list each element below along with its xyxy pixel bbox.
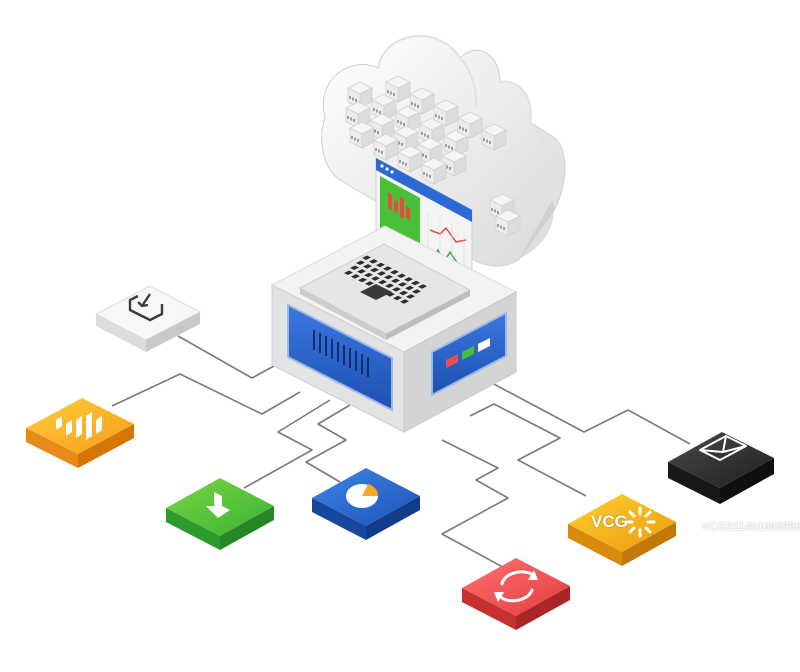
envelope-icon	[699, 435, 747, 461]
laptop-key	[376, 262, 385, 268]
connector-refresh	[441, 439, 513, 573]
laptop-key	[370, 267, 379, 273]
laptop-key	[383, 266, 392, 271]
download-tile	[94, 285, 202, 352]
connector-barchart	[111, 373, 301, 415]
bar-chart-tile	[26, 398, 134, 468]
laptop-key	[399, 290, 408, 296]
watermark-logo: VCG	[591, 512, 628, 531]
bar-chart-icon	[56, 412, 102, 440]
laptop-key	[397, 273, 406, 278]
laptop-key	[385, 283, 394, 288]
connector-pie	[305, 404, 351, 483]
connector-lines	[111, 335, 691, 573]
laptop-key	[378, 279, 387, 285]
laptop-key	[369, 259, 378, 264]
laptop-key	[405, 285, 414, 291]
laptop-key	[357, 269, 366, 274]
connector-mail	[489, 381, 691, 445]
rack-cube-face	[453, 155, 467, 177]
arrow-tile	[166, 478, 274, 550]
laptop-key	[386, 292, 395, 297]
laptop-key	[344, 270, 353, 275]
status-light-green	[462, 346, 474, 360]
status-light-red	[446, 354, 458, 368]
laptop-key	[404, 277, 413, 282]
gear-tile	[568, 494, 676, 566]
bar-mark	[406, 205, 410, 221]
laptop-key	[418, 284, 427, 289]
laptop-key	[356, 260, 365, 265]
laptop-key	[411, 280, 420, 286]
laptop-icon	[298, 243, 472, 340]
laptop-key	[377, 271, 386, 276]
laptop-key	[364, 272, 373, 278]
connector-download	[177, 335, 286, 379]
rack-cube-face	[507, 215, 521, 237]
download-tray-icon	[128, 293, 164, 322]
laptop-key	[393, 295, 402, 301]
dashboard-icon	[375, 157, 473, 291]
pie-icon	[346, 484, 379, 508]
laptop-key	[363, 264, 372, 269]
refresh-tile	[462, 558, 570, 630]
arrow-down-icon	[206, 492, 230, 518]
rack-cube-face	[493, 129, 507, 151]
bar-mark	[394, 199, 398, 214]
laptop-key	[390, 269, 399, 275]
laptop-key	[412, 289, 421, 294]
bar-mark	[388, 192, 392, 211]
gear-icon	[624, 506, 656, 538]
laptop-key	[371, 276, 380, 281]
server-rack-icon	[345, 75, 521, 237]
laptop-key	[392, 287, 401, 292]
bar-mark	[400, 196, 404, 219]
laptop-key	[398, 282, 407, 287]
laptop-key	[400, 299, 409, 304]
status-light-white	[478, 338, 490, 352]
mail-tile	[668, 432, 774, 504]
laptop-key	[406, 294, 415, 299]
watermark-id: VCG211401663956	[702, 521, 800, 533]
connector-gear	[469, 403, 587, 497]
rack-cube-face	[433, 163, 447, 185]
laptop-key	[351, 274, 360, 279]
laptop-key	[358, 277, 367, 283]
pie-chart-tile	[312, 468, 420, 540]
laptop-key	[362, 255, 371, 260]
refresh-icon	[494, 570, 538, 603]
connector-arrow	[243, 399, 331, 489]
laptop-key	[350, 265, 359, 270]
laptop-key	[384, 274, 393, 280]
laptop-key	[365, 281, 374, 286]
laptop-key	[391, 278, 400, 283]
vent-grille	[313, 330, 369, 377]
